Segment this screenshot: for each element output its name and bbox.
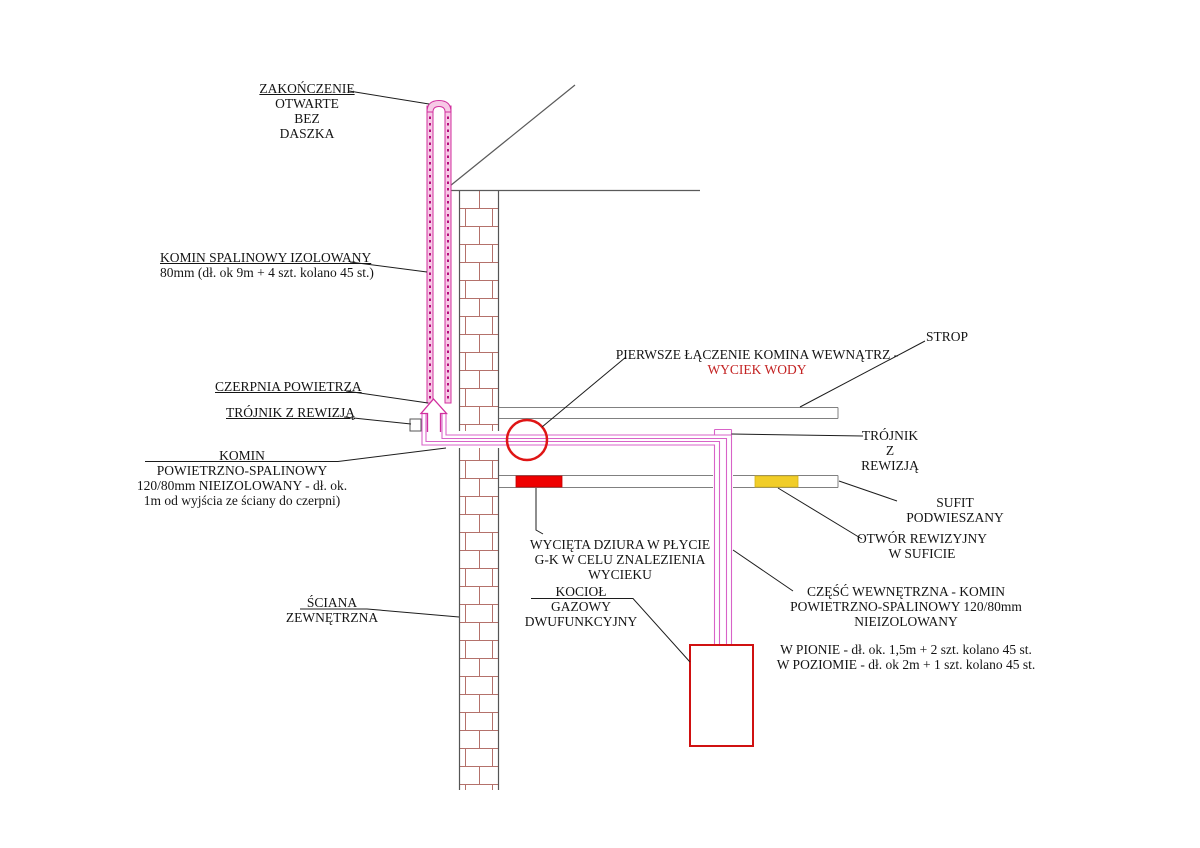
open-chimney-cap	[426, 99, 452, 113]
label-trojnik-prawy: TRÓJNIK Z REWIZJĄ	[861, 428, 919, 473]
leader-otwor	[777, 487, 863, 540]
leader-czesc-wewnetrzna	[732, 549, 794, 592]
leader-lines	[145, 90, 926, 663]
gas-boiler-outline	[689, 644, 754, 747]
leader-komin-nieizolowany	[145, 447, 447, 462]
leader-zakonczenie	[348, 90, 430, 105]
label-komin-izolowany: KOMIN SPALINOWY IZOLOWANY 80mm (dł. ok 9…	[160, 250, 374, 280]
cut-hole-marker	[515, 475, 563, 488]
label-pierwsze-laczenie: PIERWSZE ŁĄCZENIE KOMINA WEWNĄTRZ - WYCI…	[607, 347, 907, 377]
leader-kociol	[531, 598, 691, 663]
leak-highlight-circle	[505, 418, 549, 462]
air-intake-arrow-icon	[419, 398, 448, 432]
concentric-pipe-run	[421, 413, 733, 646]
leader-czerpnia	[345, 390, 429, 404]
leader-trojnik-lewy	[343, 416, 412, 425]
leader-pierwsze-laczenie	[541, 356, 627, 428]
label-trojnik-lewy: TRÓJNIK Z REWIZJĄ	[226, 405, 355, 420]
suspended-ceiling	[499, 472, 839, 490]
roof-slope-line	[444, 84, 576, 191]
leader-strop	[799, 340, 926, 408]
leak-warning-text: WYCIEK WODY	[707, 362, 807, 377]
label-sciana: ŚCIANA ZEWNĘTRZNA	[285, 595, 379, 625]
label-otwor: OTWÓR REWIZYJNY W SUFICIE	[856, 531, 988, 561]
label-kociol: KOCIOŁ GAZOWY DWUFUNKCYJNY	[524, 584, 638, 629]
leader-sufit	[838, 480, 898, 502]
strop-slab	[499, 407, 839, 419]
leader-trojnik-prawy	[731, 433, 864, 437]
label-czerpnia: CZERPNIA POWIETRZA	[215, 379, 362, 394]
leader-wycieta	[535, 488, 544, 535]
leader-komin-izolowany	[349, 261, 428, 273]
label-strop: STROP	[926, 329, 969, 344]
inspection-tee-box	[409, 418, 422, 432]
access-opening-marker	[754, 475, 799, 488]
label-zakonczenie: ZAKOŃCZENIE OTWARTE BEZ DASZKA	[259, 81, 355, 141]
exterior-wall	[455, 190, 503, 790]
label-dlugosci: W PIONIE - dł. ok. 1,5m + 2 szt. kolano …	[776, 642, 1036, 672]
label-czesc-wewnetrzna: CZĘŚĆ WEWNĘTRZNA - KOMIN POWIETRZNO-SPAL…	[790, 584, 1022, 629]
label-wycieta: WYCIĘTA DZIURA W PŁYCIE G-K W CELU ZNALE…	[529, 537, 711, 582]
label-sufit: SUFIT PODWIESZANY	[906, 495, 1004, 525]
ceiling-pipe-opening	[713, 472, 733, 490]
label-komin-nieizolowany: KOMIN POWIETRZNO-SPALINOWY 120/80mm NIEI…	[136, 448, 348, 508]
leader-sciana	[300, 608, 460, 618]
roof-lines	[444, 84, 700, 192]
insulated-chimney	[426, 99, 452, 404]
